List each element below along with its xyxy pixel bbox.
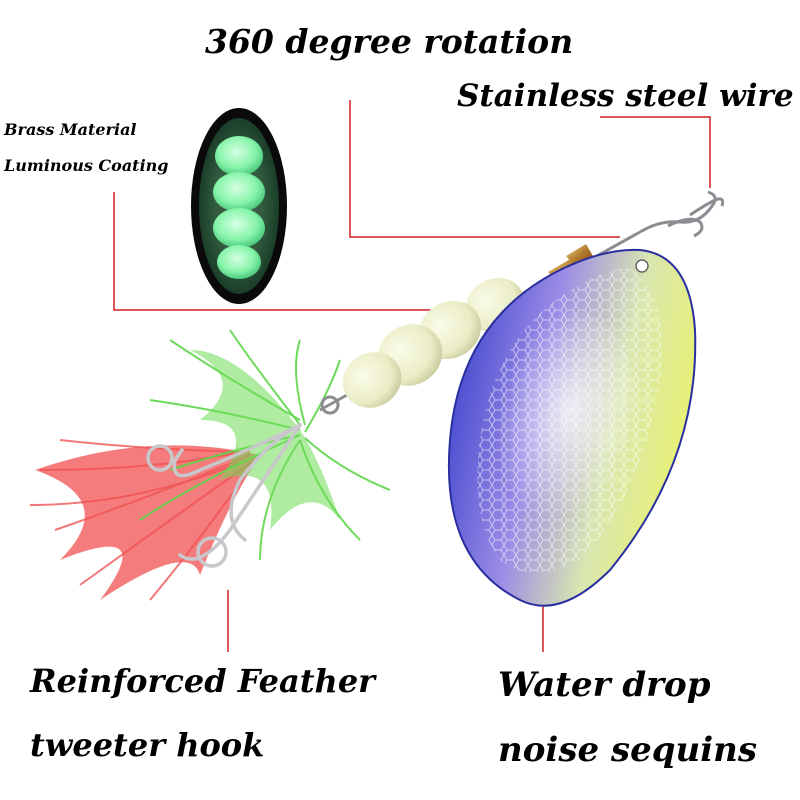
label-reinforced-feather: Reinforced Feather: [30, 662, 376, 700]
label-luminous-coating: Luminous Coating: [4, 156, 169, 175]
callout-rotation-line: [349, 100, 620, 238]
callout-lines: [113, 100, 711, 652]
label-brass-material: Brass Material: [4, 120, 137, 139]
label-360-rotation: 360 degree rotation: [205, 22, 574, 61]
label-stainless-wire: Stainless steel wire: [457, 78, 794, 114]
label-noise-sequins: noise sequins: [498, 730, 757, 770]
luminous-bead-body: [342, 277, 525, 408]
water-drop-blade: [447, 248, 697, 607]
callout-wire-line: [600, 116, 711, 188]
label-water-drop: Water drop: [498, 665, 711, 705]
label-tweeter-hook: tweeter hook: [30, 726, 265, 764]
callout-brass-line: [113, 192, 440, 311]
treble-hook: [146, 423, 302, 568]
luminous-bead-inset: [191, 108, 287, 304]
